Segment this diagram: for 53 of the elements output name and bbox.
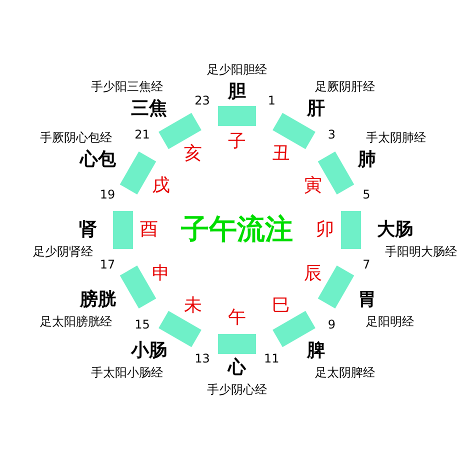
branch-character: 寅: [304, 176, 322, 196]
branch-character: 卯: [316, 220, 334, 240]
organ-label: 小肠: [131, 341, 167, 362]
organ-label: 大肠: [377, 220, 413, 240]
hour-number: 9: [328, 318, 336, 332]
hour-number: 21: [134, 128, 150, 142]
meridian-label: 足厥阴肝经: [315, 80, 375, 94]
organ-label: 肝: [307, 98, 325, 119]
organ-label: 膀胱: [80, 290, 116, 310]
meridian-label: 足少阳胆经: [207, 63, 267, 77]
organ-label: 心包: [80, 150, 116, 170]
branch-character: 酉: [140, 220, 158, 240]
branch-character: 子: [228, 132, 246, 152]
hour-number: 15: [134, 318, 150, 332]
meridian-label: 足太阴脾经: [315, 366, 375, 380]
branch-character: 申: [152, 264, 170, 284]
ring-segment: [113, 211, 133, 249]
organ-label: 肺: [358, 150, 376, 170]
hour-number: 11: [264, 352, 280, 366]
organ-label: 三焦: [131, 98, 167, 119]
meridian-label: 足少阴肾经: [33, 245, 93, 259]
hour-number: 7: [362, 258, 370, 272]
meridian-label: 手太阳小肠经: [91, 366, 163, 380]
meridian-label: 手太阴肺经: [366, 131, 426, 145]
hour-number: 17: [100, 258, 116, 272]
branch-character: 未: [184, 296, 202, 316]
branch-character: 辰: [304, 264, 322, 284]
organ-label: 心: [228, 358, 246, 378]
branch-character: 丑: [272, 144, 290, 164]
hour-number: 19: [100, 188, 116, 202]
branch-character: 巳: [272, 296, 290, 316]
branch-character: 午: [228, 308, 246, 328]
meridian-label: 手阳明大肠经: [385, 245, 457, 259]
organ-label: 胃: [358, 290, 376, 310]
meridian-label: 手少阴心经: [207, 383, 267, 397]
ring-segment: [218, 106, 256, 126]
meridian-label: 手厥阴心包经: [40, 131, 112, 145]
ring-segment: [218, 334, 256, 354]
meridian-label: 手少阳三焦经: [91, 80, 163, 94]
hour-number: 5: [362, 188, 370, 202]
diagram-title: 子午流注: [181, 214, 293, 246]
meridian-label: 足阳明经: [366, 315, 414, 329]
meridian-label: 足太阳膀胱经: [40, 315, 112, 329]
branch-character: 亥: [184, 144, 202, 164]
ring-segment: [341, 211, 361, 249]
hour-number: 3: [328, 128, 336, 142]
hour-number: 1: [268, 94, 276, 108]
branch-character: 戌: [152, 176, 170, 196]
hour-number: 23: [194, 94, 210, 108]
organ-label: 胆: [228, 82, 246, 102]
hour-number: 13: [194, 352, 210, 366]
organ-label: 脾: [307, 341, 325, 362]
organ-label: 肾: [79, 220, 97, 240]
